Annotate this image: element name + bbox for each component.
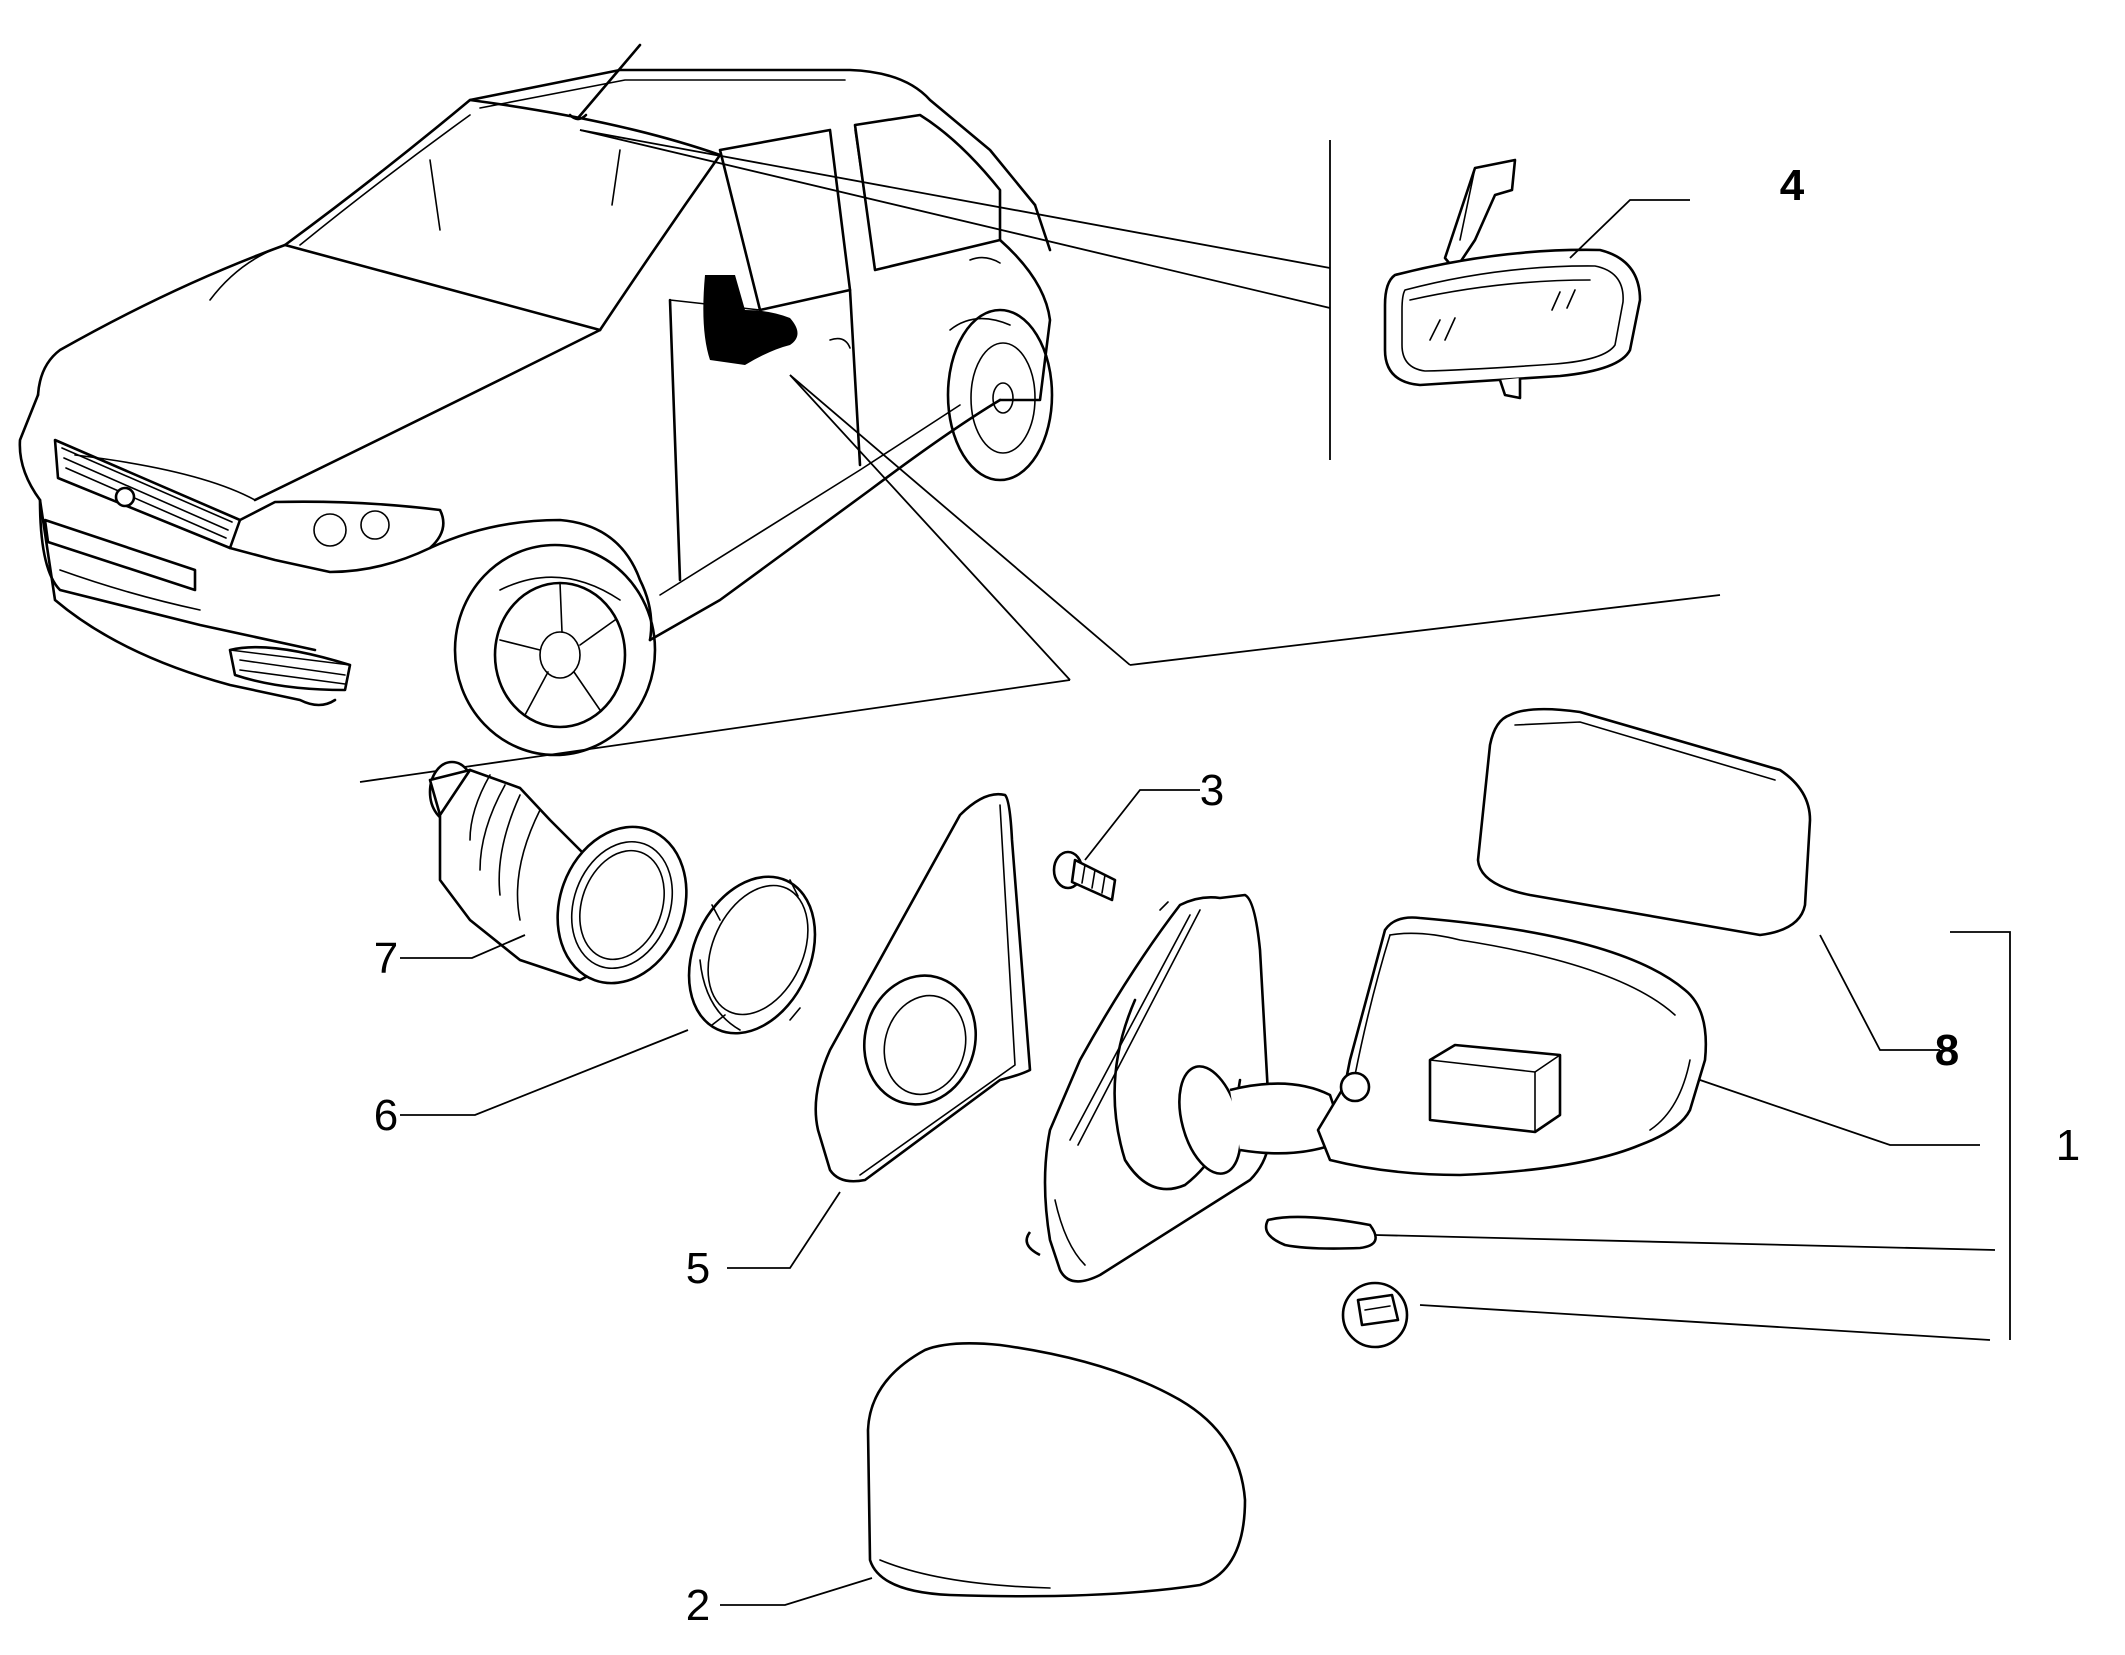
mirror-glass <box>1476 707 1812 937</box>
callout-6: 6 <box>374 1091 398 1140</box>
callout-labels: 1 2 3 4 5 6 7 8 <box>374 161 2080 1630</box>
screw <box>1052 850 1169 911</box>
callout-1: 1 <box>2056 1121 2080 1170</box>
turn-signal-lens <box>1264 1215 1377 1250</box>
mirror-housing <box>1316 916 1708 1177</box>
reference-lines <box>359 129 1721 783</box>
callout-leaders <box>400 199 2011 1606</box>
callout-8: 8 <box>1935 1026 1959 1075</box>
mirror-base-frame <box>1025 893 1347 1283</box>
mirror-gasket <box>814 792 1032 1183</box>
callout-5: 5 <box>686 1244 710 1293</box>
mirror-cover-cap <box>866 1342 1247 1598</box>
retaining-ring <box>687 875 817 1035</box>
connector-plug <box>1341 1281 1409 1349</box>
callout-4: 4 <box>1780 161 1805 210</box>
rubber-boot <box>428 760 688 985</box>
callout-7: 7 <box>374 934 398 983</box>
car-illustration <box>18 43 1054 757</box>
callout-2: 2 <box>686 1581 710 1630</box>
callout-3: 3 <box>1200 766 1224 815</box>
interior-rearview-mirror <box>1383 158 1642 400</box>
